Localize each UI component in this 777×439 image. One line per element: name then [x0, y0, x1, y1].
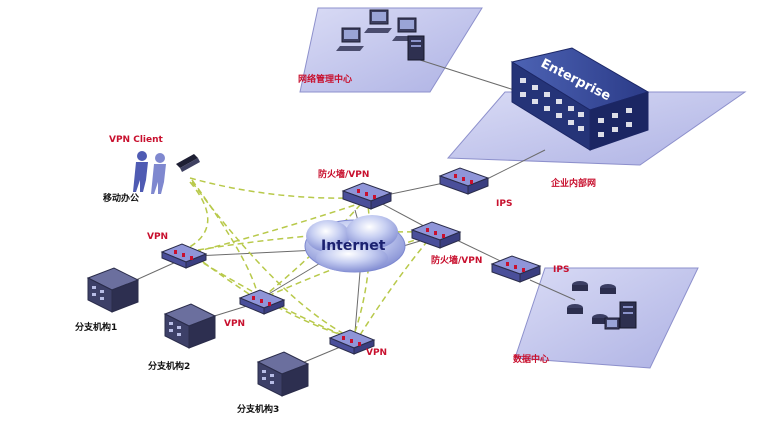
fw-vpn-mid-label: 防火墙/VPN	[431, 256, 483, 266]
ips-device-mid	[490, 255, 542, 283]
vpn-center-label: VPN	[224, 319, 246, 329]
vpn-bottom-label: VPN	[366, 348, 388, 358]
branch-building-icon	[86, 267, 140, 313]
link	[529, 279, 576, 301]
tunnel	[267, 235, 429, 297]
link	[354, 271, 361, 333]
storage-icon	[592, 314, 608, 324]
mobile-office-label: 移动办公	[103, 194, 140, 204]
tunnel	[194, 204, 356, 253]
storage-icon	[567, 304, 583, 314]
firewall-vpn-device-top	[341, 182, 393, 210]
vpn-device-bottom	[328, 329, 376, 355]
internet-label: Internet	[321, 238, 386, 254]
tunnel	[179, 181, 209, 253]
tunnel	[191, 179, 259, 297]
storage-icon	[572, 281, 588, 291]
tunnel	[194, 255, 256, 299]
branch2-label: 分支机构2	[148, 362, 191, 372]
branch3-label: 分支机构3	[237, 405, 280, 415]
vpn-client-label: VPN Client	[109, 135, 163, 145]
link	[261, 261, 323, 299]
monitor-icon	[336, 27, 364, 51]
tunnel	[191, 181, 349, 337]
intranet-label: 企业内部网	[551, 179, 597, 189]
vpn-left-label: VPN	[147, 232, 169, 242]
tunnel	[359, 237, 431, 336]
server-icon	[619, 301, 637, 329]
vpn-device-center	[238, 289, 286, 315]
netmgmt-label: 网络管理中心	[298, 75, 353, 85]
tunnel	[189, 177, 356, 199]
fw-vpn-top-label: 防火墙/VPN	[318, 170, 370, 180]
laptop-icon	[176, 154, 200, 172]
firewall-vpn-device-mid	[410, 221, 462, 249]
ips-mid-label: IPS	[553, 265, 570, 275]
tunnel	[267, 301, 346, 337]
link	[194, 249, 319, 257]
monitor-icon	[604, 317, 620, 330]
internet-cloud	[304, 215, 406, 273]
ips-device-top	[438, 167, 490, 195]
tunnel	[197, 231, 426, 251]
branch-building-icon	[256, 351, 310, 397]
ips-top-label: IPS	[496, 199, 513, 209]
server-icon	[407, 35, 425, 61]
monitor-icon	[364, 9, 392, 33]
branch-building-icon	[163, 303, 217, 349]
mobile-users-icon	[133, 151, 166, 194]
vpn-device-left	[160, 243, 208, 269]
storage-icon	[600, 284, 616, 294]
datacenter-label: 数据中心	[513, 355, 550, 365]
enterprise-building-icon	[510, 47, 650, 151]
branch1-label: 分支机构1	[75, 323, 118, 333]
